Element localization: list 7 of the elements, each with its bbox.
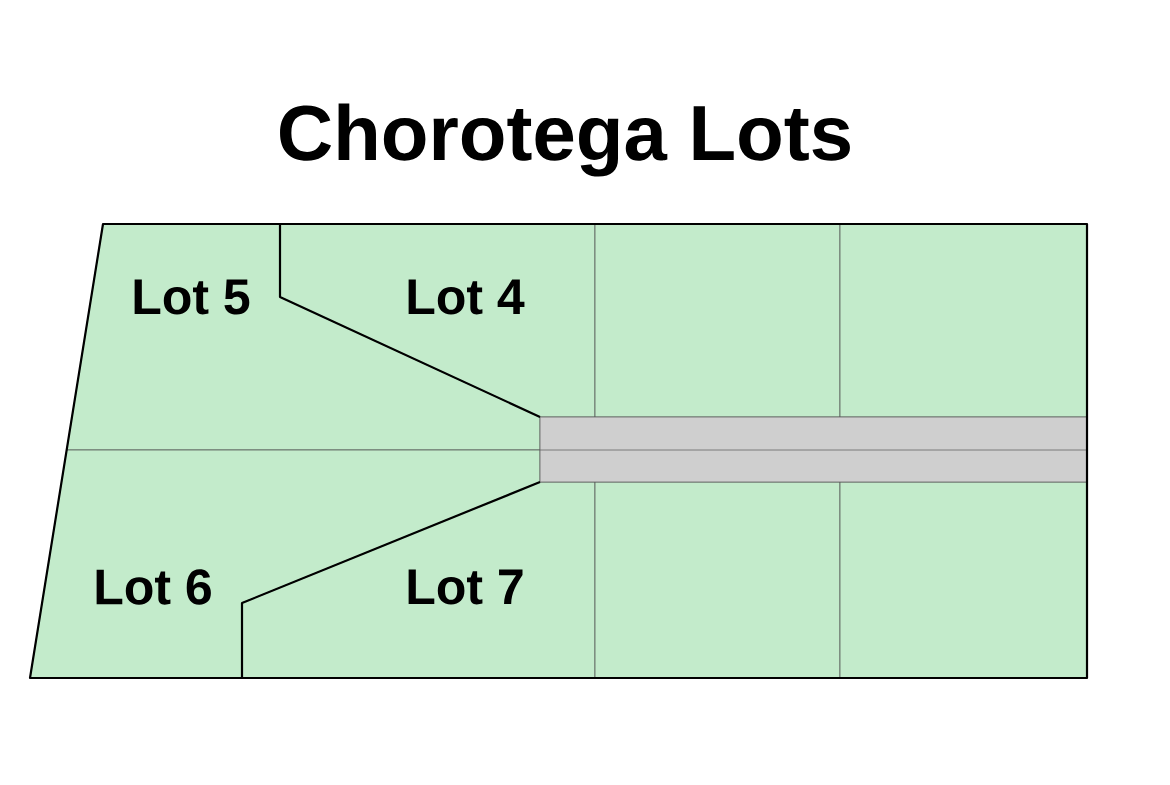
lot-parcel <box>594 481 841 679</box>
title: Chorotega Lots <box>280 103 850 177</box>
lot-parcel <box>594 223 841 418</box>
lot-parcel <box>839 223 1088 418</box>
lot-parcel <box>839 481 1088 679</box>
lot-parcel: Lot 4 <box>279 223 596 418</box>
lot-parcel: Lot 7 <box>241 481 596 679</box>
